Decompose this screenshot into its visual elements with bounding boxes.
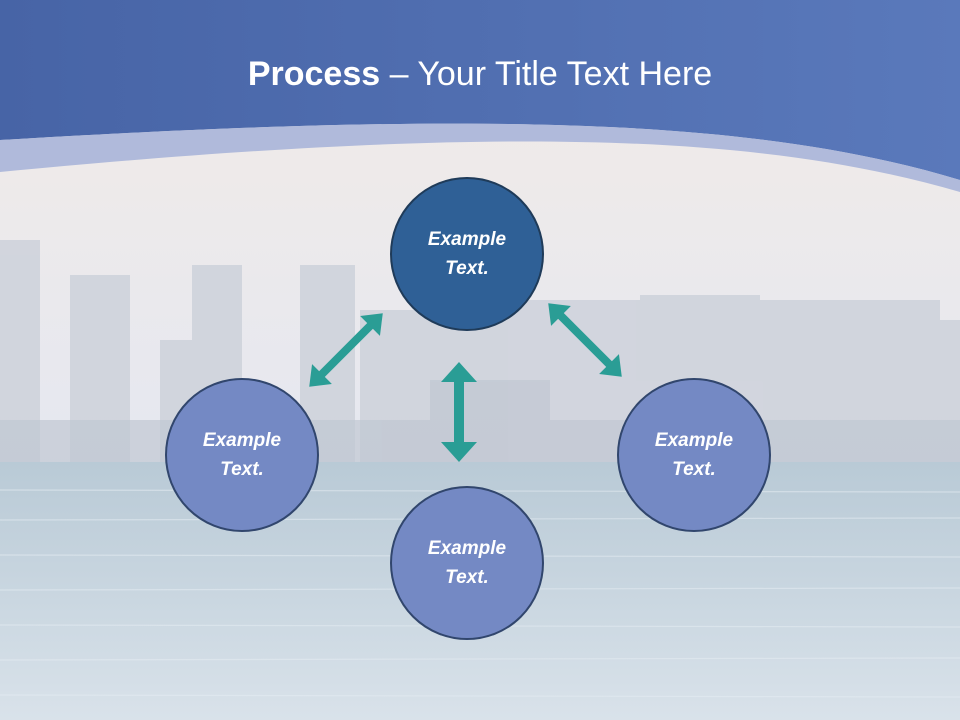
bottom-node: Example Text. [390,486,544,640]
title-rest: – Your Title Text Here [380,55,713,93]
center-node: Example Text. [390,177,544,331]
slide-title: Process – Your Title Text Here [0,52,960,96]
title-bold: Process [247,55,381,93]
arrow-center-left [309,313,383,387]
bottom-node-label: Example Text. [427,538,507,588]
arrow-center-right [548,303,622,377]
right-node-label: Example Text. [654,430,734,480]
right-node: Example Text. [617,378,771,532]
arrow-center-bottom [441,362,477,462]
center-node-label: Example Text. [427,229,507,279]
left-node: Example Text. [165,378,319,532]
left-node-label: Example Text. [202,430,282,480]
